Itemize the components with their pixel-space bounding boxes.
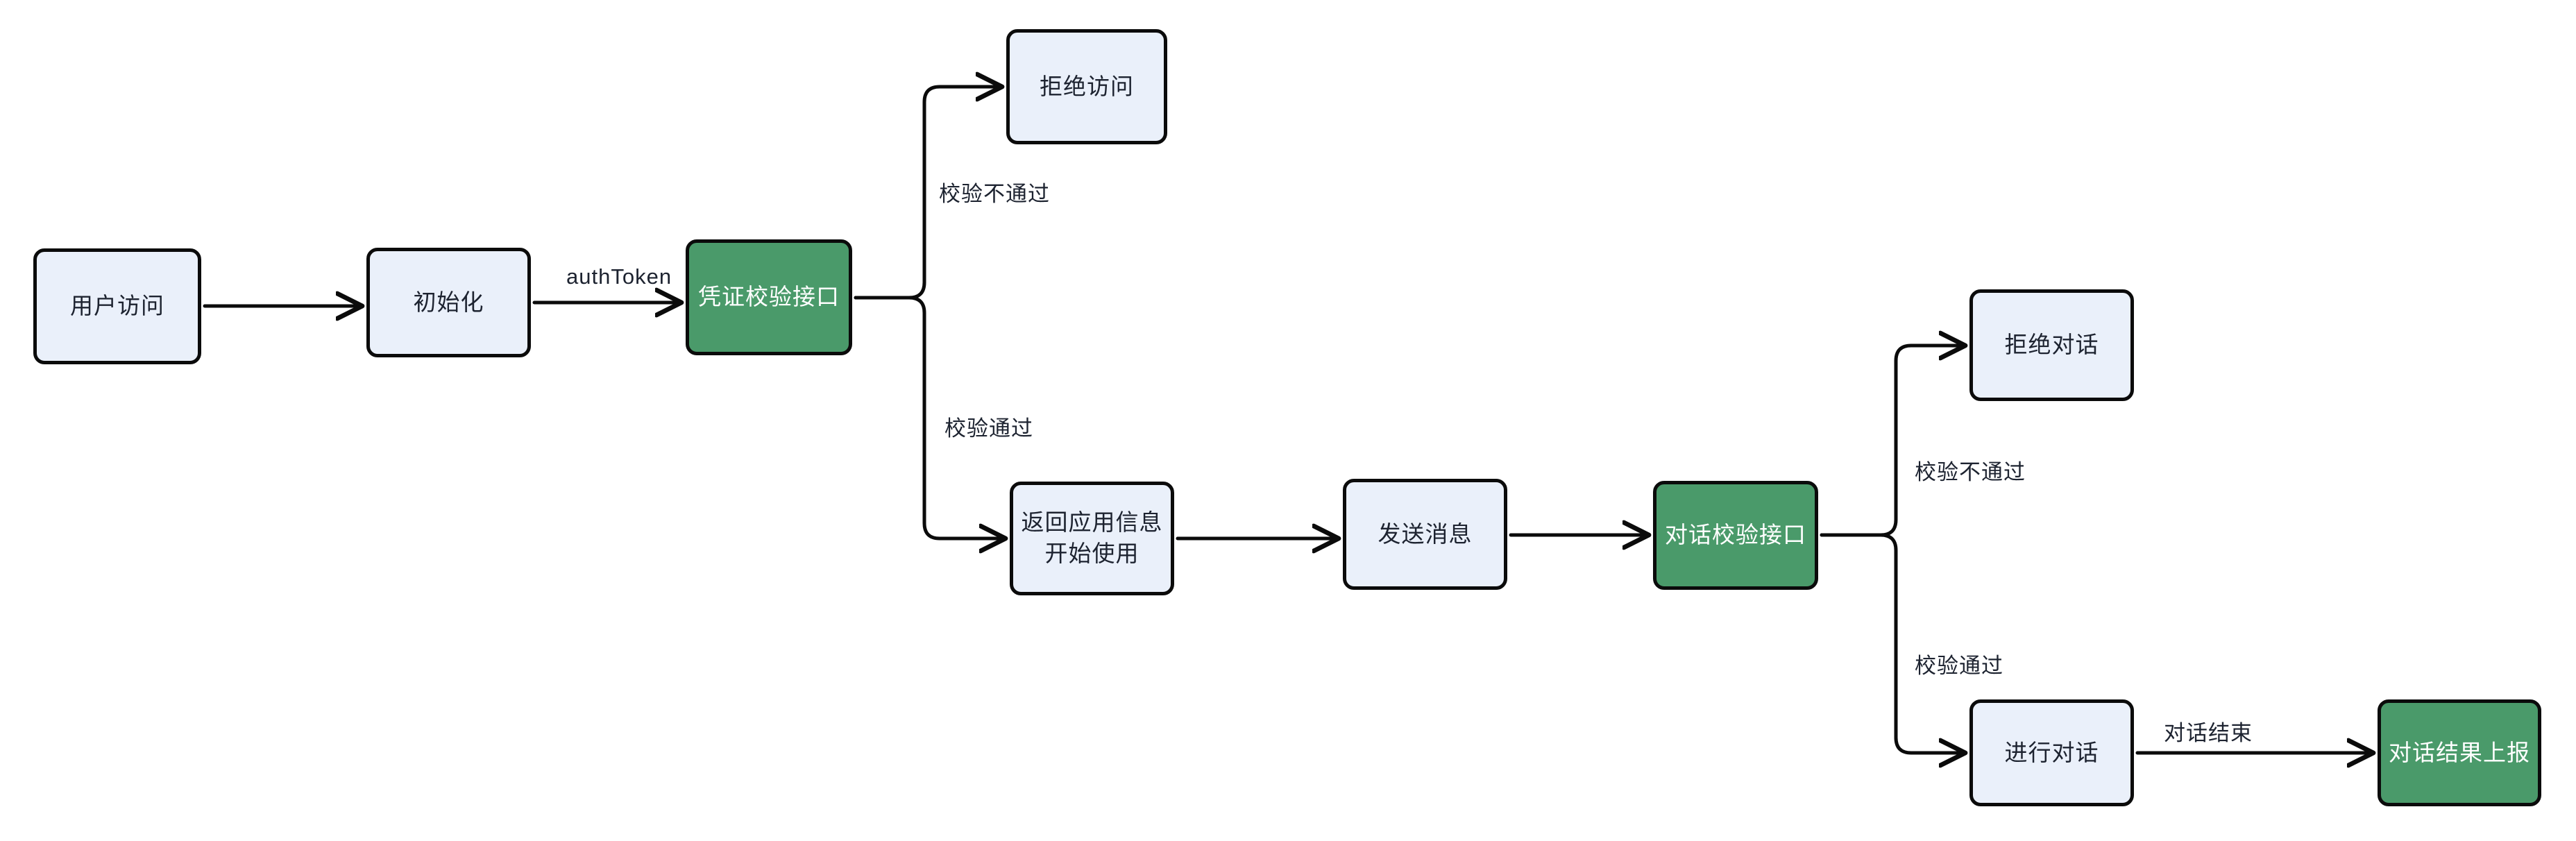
node-init[interactable]: 初始化 (366, 248, 531, 357)
node-label: 进行对话 (2004, 739, 2099, 765)
edge-chat_api-to-deny_chat (1820, 346, 1964, 537)
node-do_chat[interactable]: 进行对话 (1969, 699, 2134, 806)
node-label: 发送消息 (1378, 520, 1473, 547)
edge-label-lbl_chat_end: 对话结束 (2164, 721, 2253, 745)
edge-label-lbl_auth_pass: 校验通过 (944, 416, 1033, 441)
node-label: 返回应用信息 开始使用 (1021, 509, 1163, 566)
edge-label-lbl_chat_fail: 校验不通过 (1915, 460, 2026, 484)
edge-label-lbl_auth_fail: 校验不通过 (939, 182, 1050, 206)
node-deny_chat[interactable]: 拒绝对话 (1969, 289, 2134, 401)
edge-label-lbl_auth_token: authToken (566, 264, 672, 289)
node-label: 对话结果上报 (2389, 739, 2530, 765)
node-auth_api[interactable]: 凭证校验接口 (686, 239, 852, 355)
node-label: 对话校验接口 (1665, 522, 1806, 548)
edge-chat_api-to-do_chat (1820, 533, 1964, 753)
node-send_message[interactable]: 发送消息 (1343, 479, 1507, 590)
node-user_access[interactable]: 用户访问 (33, 248, 201, 364)
node-label: 初始化 (413, 289, 484, 315)
node-label: 拒绝访问 (1040, 73, 1134, 99)
node-label: 凭证校验接口 (698, 284, 840, 310)
node-report_result[interactable]: 对话结果上报 (2378, 699, 2541, 806)
node-chat_api[interactable]: 对话校验接口 (1653, 481, 1818, 590)
node-label: 拒绝对话 (2004, 332, 2099, 358)
node-label: 用户访问 (70, 293, 164, 319)
node-deny_access[interactable]: 拒绝访问 (1006, 29, 1167, 144)
node-return_info[interactable]: 返回应用信息 开始使用 (1010, 482, 1174, 595)
edge-label-lbl_chat_pass: 校验通过 (1915, 654, 2003, 678)
